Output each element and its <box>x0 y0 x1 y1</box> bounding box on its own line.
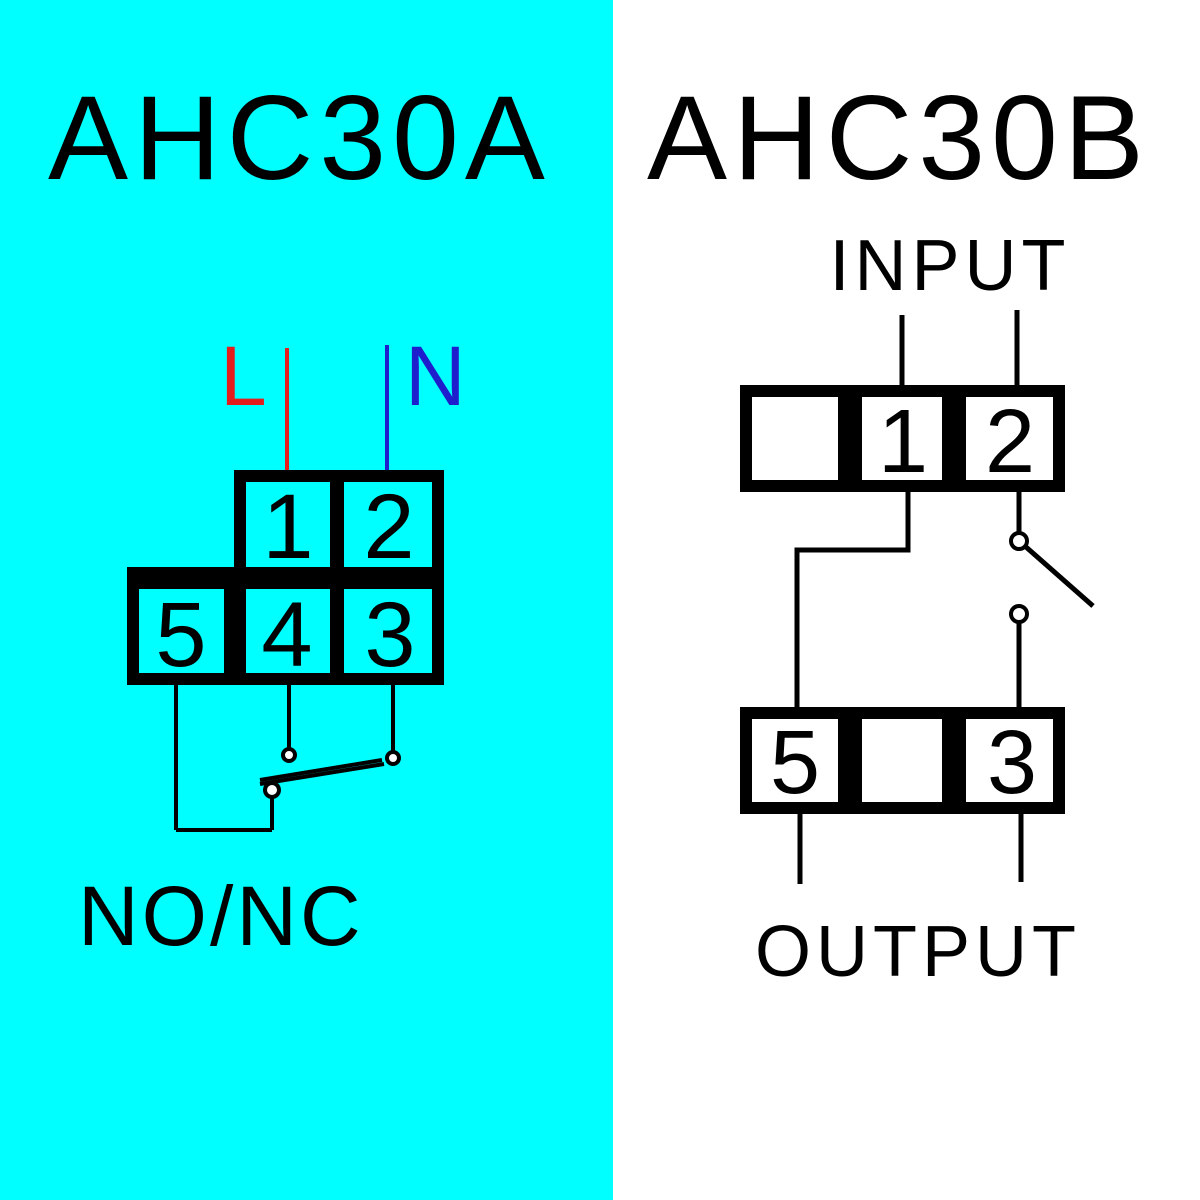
terminal-divider <box>224 567 246 685</box>
switch-pivot <box>1009 531 1029 551</box>
ahc30b-title: AHC30B <box>647 71 1150 205</box>
terminal-block-frame <box>1053 707 1065 814</box>
terminal-block-frame <box>740 385 752 492</box>
contact-no-terminal <box>281 747 297 763</box>
terminal-2-label: 2 <box>363 476 414 578</box>
terminal-block-frame <box>740 802 1065 814</box>
terminal-block-frame <box>127 567 139 685</box>
ahc30a-wiring-diagram: L N 1 2 5 4 3 <box>0 0 613 1200</box>
ahc30b-background <box>613 0 1200 1200</box>
contact-nc-terminal <box>385 750 401 766</box>
terminal-divider <box>942 385 966 492</box>
terminal-1-label: 1 <box>262 476 313 578</box>
contact-arm <box>259 758 383 782</box>
ahc30a-background <box>0 0 613 1200</box>
terminal-block-frame <box>740 707 752 814</box>
mode-label: NO/NC <box>78 869 364 963</box>
contact-pivot <box>263 781 281 799</box>
input-label: INPUT <box>830 226 1071 306</box>
ahc30a-panel: L N 1 2 5 4 3 <box>0 0 613 1200</box>
terminal-5-label: 5 <box>155 584 206 686</box>
terminal-3-label: 3 <box>987 713 1037 813</box>
terminal-divider <box>838 707 862 814</box>
ahc30a-title: AHC30A <box>48 71 551 205</box>
terminal-1-label: 1 <box>878 392 928 492</box>
terminal-block-frame <box>740 385 1065 397</box>
terminal-block-frame <box>234 470 246 590</box>
switch-contact <box>1009 604 1029 624</box>
terminal-1-to-5-link <box>794 492 911 712</box>
terminal-block-frame <box>740 707 1065 719</box>
terminal-block-frame <box>127 673 444 685</box>
terminal-block-frame <box>127 567 444 589</box>
output-label: OUTPUT <box>755 912 1081 992</box>
live-label: L <box>220 329 267 423</box>
switch-arm <box>1024 545 1095 608</box>
terminal-block-frame <box>740 480 1065 492</box>
ahc30b-panel: INPUT 1 2 <box>613 0 1200 1200</box>
terminal-4-label: 4 <box>261 584 312 686</box>
terminal-3-label: 3 <box>364 584 415 686</box>
contact-arm <box>259 762 385 786</box>
terminal-divider <box>838 385 862 492</box>
ahc30b-wiring-diagram: INPUT 1 2 <box>613 0 1200 1200</box>
neutral-label: N <box>405 329 466 423</box>
terminal-divider <box>942 707 966 814</box>
terminal-5-label: 5 <box>770 713 820 813</box>
terminal-block-frame <box>1053 385 1065 492</box>
terminal-2-label: 2 <box>985 392 1035 492</box>
